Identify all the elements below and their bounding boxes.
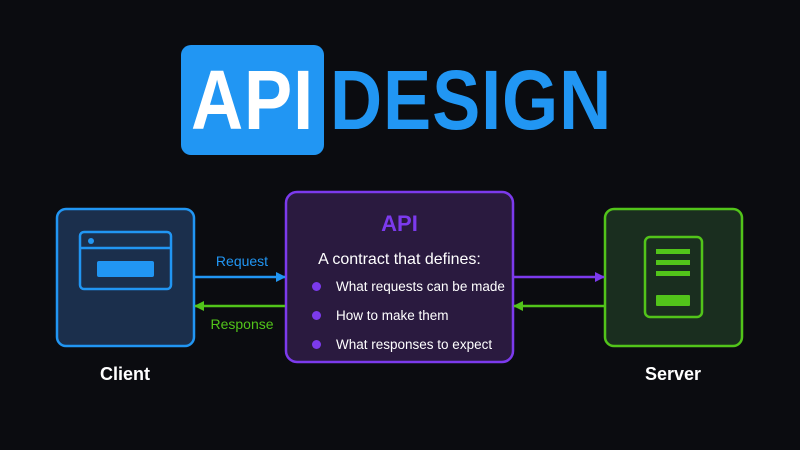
bullet-dot	[312, 310, 321, 320]
browser-window-icon	[78, 230, 173, 291]
api-list-item-text: What responses to expect	[336, 336, 493, 352]
api-list-item: How to make them	[312, 305, 512, 325]
response-label: Response	[210, 316, 274, 332]
api-subtitle: A contract that defines:	[318, 251, 481, 268]
client-box	[55, 207, 196, 348]
client-label: Client	[99, 364, 150, 384]
title-badge: API	[181, 45, 324, 155]
api-list-item: What requests can be made	[312, 276, 512, 296]
api-list-item-text: How to make them	[336, 307, 449, 323]
server-box	[603, 207, 744, 348]
server-label: Server	[644, 364, 702, 384]
api-box	[284, 190, 515, 364]
server-rack-icon	[643, 235, 704, 319]
api-list-item: What responses to expect	[312, 334, 512, 354]
bullet-dot	[312, 281, 321, 291]
request-label: Request	[215, 253, 269, 269]
title-badge-text: API	[190, 53, 315, 147]
api-list-item-text: What requests can be made	[336, 278, 505, 294]
bullet-dot	[312, 339, 321, 349]
title-word: DESIGN	[330, 53, 613, 147]
api-title: API	[381, 211, 418, 236]
